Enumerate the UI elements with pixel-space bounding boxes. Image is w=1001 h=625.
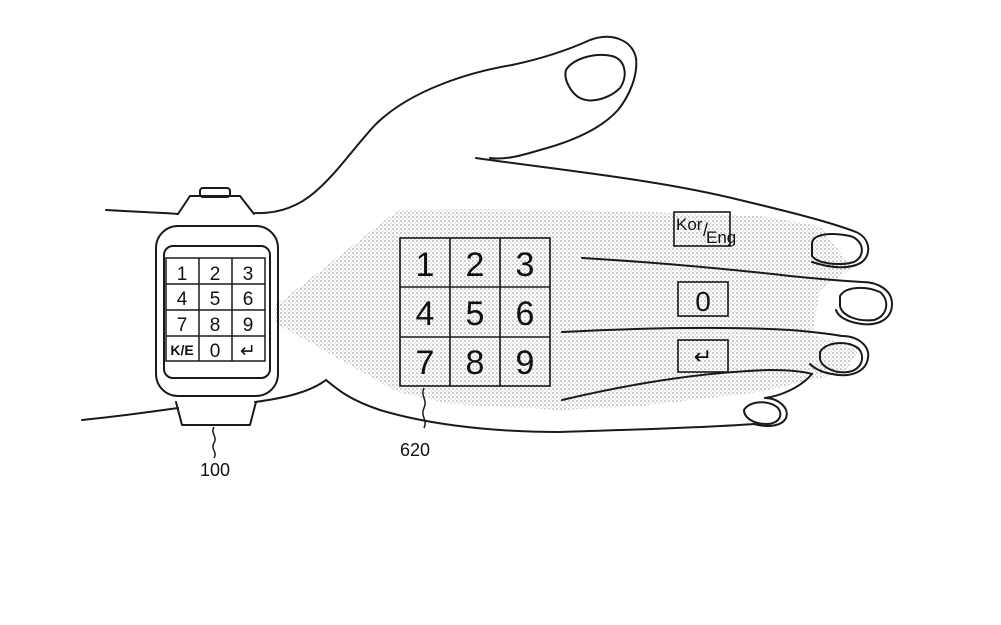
watch-bezel <box>163 245 271 379</box>
enter-key <box>677 339 729 373</box>
smartwatch: 1 2 3 4 5 6 7 8 9 K/E 0 ↵ <box>155 187 279 426</box>
leader-100 <box>212 426 216 459</box>
watch-key-8: 8 <box>210 315 221 336</box>
watch-keypad: 1 2 3 4 5 6 7 8 9 K/E 0 ↵ <box>165 257 266 362</box>
projected-key-2: 2 <box>466 246 485 284</box>
watch-key-0: 0 <box>210 341 221 362</box>
finger-keys: Kor / Eng 0 ↵ <box>673 211 736 373</box>
watch-key-7: 7 <box>177 315 188 336</box>
enter-key-label: ↵ <box>694 344 712 369</box>
projected-key-4: 4 <box>416 295 435 333</box>
watch-key-1: 1 <box>177 264 188 285</box>
watch-strap-top <box>177 195 255 215</box>
watch-body <box>155 225 279 397</box>
zero-key <box>677 281 729 317</box>
hand-outline <box>81 35 893 433</box>
watch-key-enter: ↵ <box>240 341 256 362</box>
leader-620 <box>422 387 426 429</box>
ref-label-watch: 100 <box>200 460 230 480</box>
kor-key-label: Kor <box>676 215 703 234</box>
eng-key-label: Eng <box>706 228 736 247</box>
kor-eng-key <box>673 211 731 247</box>
watch-key-6: 6 <box>243 289 254 310</box>
watch-strap-bottom <box>175 401 257 426</box>
projected-key-8: 8 <box>466 344 485 382</box>
watch-key-5: 5 <box>210 289 221 310</box>
projected-key-9: 9 <box>516 344 535 382</box>
projected-key-1: 1 <box>416 246 435 284</box>
zero-key-label: 0 <box>695 286 711 317</box>
projected-key-3: 3 <box>516 246 535 284</box>
reference-labels: 100 620 <box>200 387 430 480</box>
watch-key-2: 2 <box>210 264 221 285</box>
ref-label-projection: 620 <box>400 440 430 460</box>
watch-key-kor-eng: K/E <box>170 342 193 358</box>
watch-key-4: 4 <box>177 289 188 310</box>
projected-key-7: 7 <box>416 344 435 382</box>
projected-keypad: 1 2 3 4 5 6 7 8 9 <box>399 237 551 387</box>
kor-eng-slash: / <box>703 220 708 240</box>
watch-key-3: 3 <box>243 264 254 285</box>
projected-key-5: 5 <box>466 295 485 333</box>
watch-crown <box>199 187 231 198</box>
watch-key-9: 9 <box>243 315 254 336</box>
projected-key-6: 6 <box>516 295 535 333</box>
projection-area <box>275 209 860 410</box>
